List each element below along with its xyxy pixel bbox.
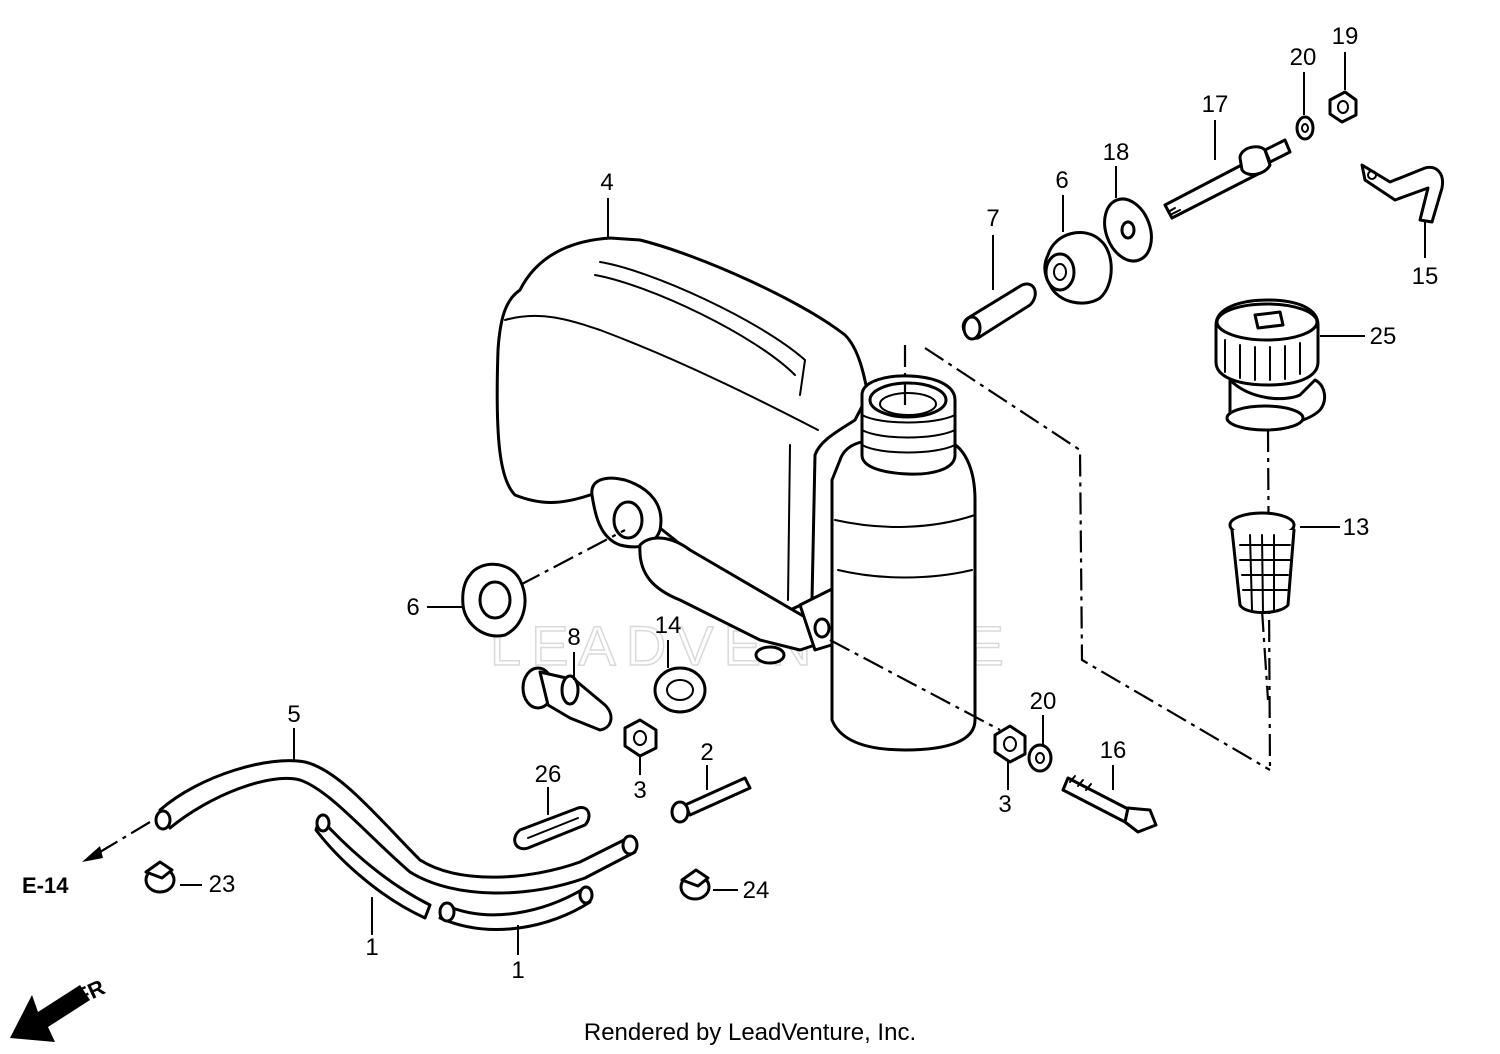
callout-5[interactable]: 5 [287, 701, 300, 728]
callout-6-upper[interactable]: 6 [1055, 167, 1068, 194]
callout-20-upper[interactable]: 20 [1290, 44, 1317, 71]
callout-25[interactable]: 25 [1370, 323, 1397, 350]
hose-clip-23[interactable] [144, 860, 176, 894]
callout-7[interactable]: 7 [986, 205, 999, 232]
stud-bolt-17[interactable] [1163, 138, 1292, 220]
nut-3-left[interactable] [623, 718, 658, 758]
leader-lines [180, 52, 1426, 955]
callout-16[interactable]: 16 [1100, 737, 1127, 764]
front-direction-arrow: FR [10, 974, 109, 1042]
reference-label-e14[interactable]: E-14 [22, 873, 69, 898]
callout-14[interactable]: 14 [655, 612, 682, 639]
collar-7[interactable] [961, 282, 1037, 341]
callout-20-lower[interactable]: 20 [1030, 688, 1057, 715]
washer-20-lower[interactable] [1027, 743, 1053, 773]
fuel-cap-25[interactable] [1214, 298, 1327, 432]
callout-8[interactable]: 8 [567, 624, 580, 651]
nut-19[interactable] [1328, 90, 1358, 124]
sleeve-26[interactable] [513, 806, 591, 851]
callout-19[interactable]: 19 [1332, 23, 1359, 50]
bolt-2[interactable] [670, 776, 752, 824]
callout-26[interactable]: 26 [535, 761, 562, 788]
callout-3-right[interactable]: 3 [998, 791, 1011, 818]
callout-13[interactable]: 13 [1343, 514, 1370, 541]
callout-3-left[interactable]: 3 [633, 777, 646, 804]
washer-20-upper[interactable] [1295, 115, 1315, 141]
callout-18[interactable]: 18 [1103, 139, 1130, 166]
callout-17[interactable]: 17 [1202, 91, 1229, 118]
fuel-tank[interactable] [495, 236, 870, 665]
render-credit: Rendered by LeadVenture, Inc. [584, 1019, 916, 1046]
tube-1-right[interactable] [438, 885, 594, 931]
callout-6-lower[interactable]: 6 [406, 594, 419, 621]
callout-4[interactable]: 4 [600, 169, 613, 196]
flange-bolt-16[interactable] [1061, 775, 1158, 834]
tube-1-left[interactable] [314, 813, 432, 920]
callout-24[interactable]: 24 [743, 877, 770, 904]
grommet-6-upper[interactable] [1043, 231, 1113, 305]
callout-numbers: 1 1 2 3 3 4 5 6 6 7 8 13 14 15 16 17 18 … [209, 23, 1439, 984]
callout-15[interactable]: 15 [1412, 263, 1439, 290]
callout-1-left[interactable]: 1 [365, 934, 378, 961]
fuel-tank-neck[interactable] [830, 374, 977, 752]
callout-1-right[interactable]: 1 [511, 957, 524, 984]
strainer-13[interactable] [1228, 511, 1296, 614]
grommet-6-lower[interactable] [461, 562, 527, 638]
fuel-tube-5[interactable] [154, 759, 639, 895]
grommet-14[interactable] [653, 666, 707, 714]
callout-23[interactable]: 23 [209, 871, 236, 898]
washer-18[interactable] [1096, 192, 1159, 267]
fuel-joint-8[interactable] [521, 666, 613, 732]
front-arrow-icon [10, 985, 90, 1042]
bracket-15[interactable] [1360, 163, 1445, 224]
hose-clip-24[interactable] [679, 868, 711, 901]
nut-3-right[interactable] [993, 724, 1027, 764]
callout-2[interactable]: 2 [700, 739, 713, 766]
